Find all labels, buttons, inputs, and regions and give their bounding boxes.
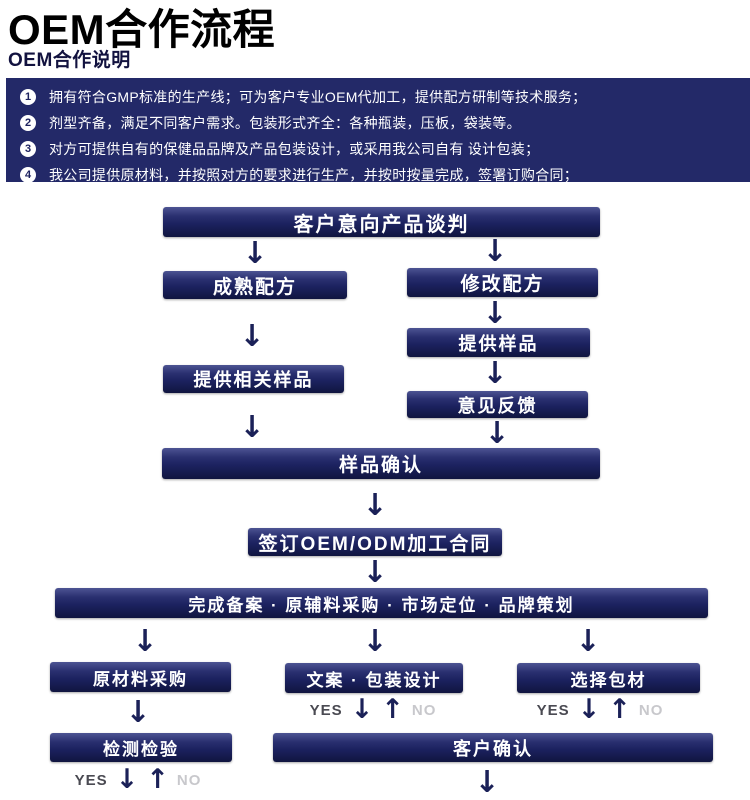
arrow-down-icon: ↓: [125, 695, 151, 730]
arrow-down-icon: ↓: [242, 236, 268, 271]
flow-node-copy-packaging: 文案 · 包装设计: [285, 663, 463, 693]
note-text: 对方可提供自有的保健品品牌及产品包装设计，或采用我公司自有 设计包装；: [49, 141, 540, 157]
arrow-down-icon: ↓: [482, 296, 508, 331]
note-number-badge: 3: [20, 141, 36, 157]
yes-label: YES: [74, 771, 108, 789]
note-item: 1 拥有符合GMP标准的生产线；可为客户专业OEM代加工，提供配方研制等技术服务；: [20, 84, 740, 110]
arrow-down-icon: ↓: [575, 624, 601, 659]
flow-node-label: 修改配方: [460, 274, 545, 295]
yesno-group: YES ↓↑ NO: [536, 694, 664, 725]
arrow-down-icon: ↓: [350, 694, 374, 725]
no-label: NO: [638, 701, 664, 719]
yes-label: YES: [536, 701, 570, 719]
flow-node-modify-formula: 修改配方: [407, 268, 598, 297]
flow-node-completion: 完成备案 · 原辅料采购 · 市场定位 · 品牌策划: [55, 588, 708, 618]
flow-node-label: 样品确认: [338, 455, 423, 476]
flow-node-provide-samples: 提供样品: [407, 328, 590, 357]
arrow-down-icon: ↓: [474, 765, 500, 800]
arrow-down-icon: ↓: [484, 416, 510, 451]
note-text: 我公司提供原材料，并按照对方的要求进行生产，并按时按量完成，签署订购合同；: [49, 167, 579, 183]
flow-node-label: 提供样品: [458, 333, 539, 354]
flow-node-raw-material: 原材料采购: [50, 662, 231, 692]
yesno-group: YES ↓↑ NO: [74, 764, 202, 795]
no-label: NO: [411, 701, 437, 719]
arrow-up-icon: ↑: [608, 694, 631, 725]
yesno-group: YES ↓↑ NO: [309, 694, 437, 725]
page-title: OEM合作流程: [8, 6, 276, 53]
arrow-up-icon: ↑: [381, 694, 404, 725]
note-number-badge: 2: [20, 115, 36, 131]
arrow-down-icon: ↓: [115, 764, 139, 795]
arrow-down-icon: ↓: [482, 234, 508, 269]
note-text: 剂型齐备，满足不同客户需求。包装形式齐全：各种瓶装，压板，袋装等。: [49, 115, 521, 131]
note-number-badge: 1: [20, 89, 36, 105]
flow-node-customer-confirm: 客户确认: [273, 733, 713, 762]
flow-node-label: 检测检验: [103, 740, 179, 759]
arrow-down-icon: ↓: [239, 319, 265, 354]
flow-node-label: 客户确认: [453, 738, 533, 759]
arrow-down-icon: ↓: [482, 356, 508, 391]
arrow-down-icon: ↓: [362, 624, 388, 659]
flow-node-sign-contract: 签订OEM/ODM加工合同: [248, 528, 502, 556]
arrow-down-icon: ↓: [362, 555, 388, 590]
arrow-down-icon: ↓: [239, 410, 265, 445]
no-label: NO: [176, 771, 202, 789]
flow-node-label: 客户意向产品谈判: [293, 213, 470, 236]
flow-node-sample-confirm: 样品确认: [162, 448, 600, 479]
page-subtitle: OEM合作说明: [8, 50, 131, 71]
notes-panel: 1 拥有符合GMP标准的生产线；可为客户专业OEM代加工，提供配方研制等技术服务；…: [6, 78, 750, 183]
flow-node-label: 选择包材: [570, 670, 647, 690]
yes-label: YES: [309, 701, 343, 719]
note-item: 3 对方可提供自有的保健品品牌及产品包装设计，或采用我公司自有 设计包装；: [20, 136, 740, 162]
note-item: 2 剂型齐备，满足不同客户需求。包装形式齐全：各种瓶装，压板，袋装等。: [20, 110, 740, 136]
note-text: 拥有符合GMP标准的生产线；可为客户专业OEM代加工，提供配方研制等技术服务；: [49, 89, 587, 105]
arrow-down-icon: ↓: [577, 694, 601, 725]
arrow-down-icon: ↓: [132, 624, 158, 659]
flow-node-label: 提供相关样品: [193, 370, 314, 390]
note-item: 4 我公司提供原材料，并按照对方的要求进行生产，并按时按量完成，签署订购合同；: [20, 162, 740, 188]
arrow-down-icon: ↓: [362, 488, 388, 523]
flow-node-negotiation: 客户意向产品谈判: [163, 207, 600, 237]
flow-node-label: 原材料采购: [93, 669, 188, 689]
note-number-badge: 4: [20, 167, 36, 183]
arrow-up-icon: ↑: [146, 764, 169, 795]
flow-node-feedback: 意见反馈: [407, 391, 588, 418]
flow-node-label: 签订OEM/ODM加工合同: [258, 533, 492, 555]
flow-node-inspection: 检测检验: [50, 733, 232, 762]
flow-node-label: 成熟配方: [212, 276, 297, 298]
flow-node-select-packaging: 选择包材: [517, 663, 700, 693]
flow-node-mature-formula: 成熟配方: [163, 271, 347, 299]
flow-node-label: 完成备案 · 原辅料采购 · 市场定位 · 品牌策划: [188, 595, 575, 615]
flow-node-label: 意见反馈: [457, 395, 538, 416]
flow-node-label: 文案 · 包装设计: [306, 670, 442, 690]
flow-node-related-samples: 提供相关样品: [163, 365, 344, 393]
